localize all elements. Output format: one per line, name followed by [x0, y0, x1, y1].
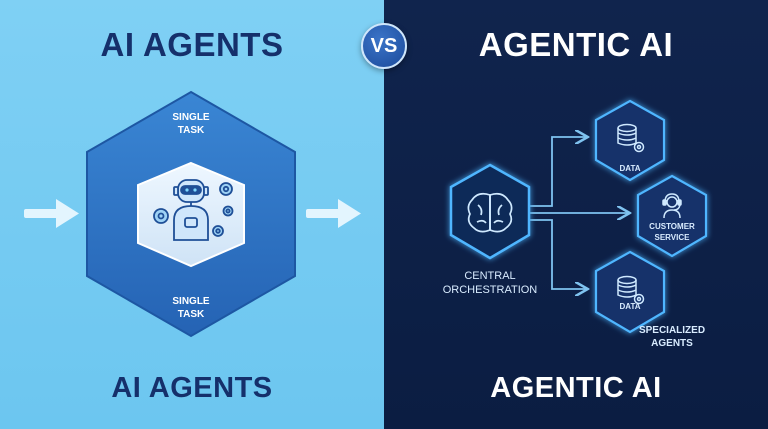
vs-badge: VS [361, 23, 407, 69]
database-gear-icon [617, 275, 645, 305]
ai-agents-title: AI AGENTS [100, 26, 284, 63]
robot-gears-icon [153, 179, 234, 241]
data-agent-bottom-label: DATA [619, 302, 641, 311]
output-arrow-icon [306, 199, 361, 228]
agentic-ai-title: AGENTIC AI [478, 26, 674, 63]
agentic-ai-footer-title: AGENTIC AI [490, 372, 662, 404]
ai-agents-footer-title: AI AGENTS [111, 372, 273, 404]
data-agent-top-label: DATA [619, 164, 641, 173]
connector-arrows [530, 137, 628, 289]
headset-person-icon [662, 193, 682, 219]
database-gear-icon [617, 123, 645, 153]
input-arrow-icon [24, 199, 79, 228]
arrow-to-data-top [530, 137, 586, 207]
customer-service-agent-hexagon [636, 174, 708, 258]
brain-icon [467, 192, 513, 233]
arrow-to-data-bottom [530, 219, 586, 289]
